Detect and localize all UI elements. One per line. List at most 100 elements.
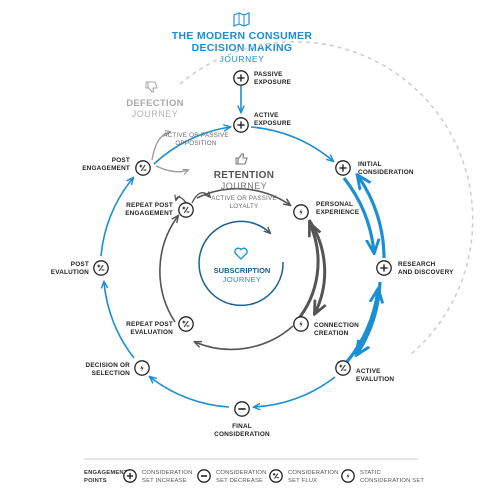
defection-title: DEFECTION — [126, 98, 184, 109]
node-active-exposure: ACTIVE EXPOSURE — [233, 112, 292, 133]
title-block: THE MODERN CONSUMER DECISION MAKING JOUR… — [172, 12, 313, 64]
flux-icon — [178, 202, 194, 218]
flux-icon — [178, 316, 194, 332]
node-research-discovery: RESEARCH AND DISCOVERY — [376, 260, 454, 276]
static-icon — [341, 469, 355, 483]
subscription-ring — [198, 220, 284, 307]
title-line-1: THE MODERN CONSUMER — [172, 30, 313, 42]
node-decision-selection: DECISION OR SELECTION — [86, 360, 150, 377]
post-engagement-branch-arrows — [151, 132, 188, 172]
node-active-evaluation: ACTIVE EVALUTION — [335, 360, 394, 383]
arrow-post-eval-to-post-engagement — [100, 178, 133, 257]
arrow-to-defection — [151, 132, 170, 161]
increase-icon — [233, 117, 249, 133]
flux-icon — [335, 360, 351, 376]
arrow-subscription-loop — [198, 220, 284, 307]
legend-item-line-2: SET INCREASE — [142, 478, 187, 484]
node-label-line-2: EXPOSURE — [254, 79, 292, 86]
node-label-line-2: EXPOSURE — [254, 120, 292, 127]
node-repeat-post-evaluation: REPEAT POST EVALUATION — [126, 316, 194, 336]
legend-item-line-1: CONSIDERATION — [216, 470, 266, 476]
node-label-line-2: EVALUTION — [356, 376, 394, 383]
node-personal-experience: PERSONAL EXPERIENCE — [293, 201, 360, 220]
flux-icon — [93, 260, 109, 276]
node-label-line-1: REPEAT POST — [126, 202, 173, 209]
map-icon — [233, 12, 250, 27]
node-final-consideration: FINAL CONSIDERATION — [214, 401, 270, 438]
legend-item-flux: CONSIDERATION SET FLUX — [269, 469, 338, 484]
node-label-line-1: POST — [71, 261, 89, 268]
subscription-title: SUBSCRIPTION — [214, 266, 271, 275]
legend-item-line-1: CONSIDERATION — [142, 470, 192, 476]
arrow-connection-to-experience — [294, 224, 318, 323]
retention-ring — [159, 187, 325, 351]
arrow-evaluation-to-research — [344, 290, 378, 365]
legend-item-line-2: CONSIDERATION SET — [360, 478, 424, 484]
legend-heading-line-2: POINTS — [84, 478, 107, 484]
arrow-exit-right — [191, 193, 210, 204]
node-label-line-1: ACTIVE — [254, 112, 279, 119]
decrease-icon — [197, 469, 211, 483]
legend-item-line-2: SET DECREASE — [216, 478, 263, 484]
legend-item-static: STATIC CONSIDERATION SET — [341, 469, 424, 484]
arrow-to-retention — [155, 165, 188, 172]
node-label-line-2: EVALUTION — [51, 269, 89, 276]
node-label-line-2: CONSIDERATION — [358, 169, 414, 176]
thumbs-down-icon — [145, 81, 158, 93]
increase-icon — [233, 70, 249, 86]
arrow-final-to-decision — [150, 377, 230, 408]
arrow-post-engagement-to-active — [153, 127, 230, 165]
outer-journey-ring — [100, 86, 386, 408]
node-connection-creation: CONNECTION CREATION — [293, 316, 359, 337]
node-label-line-2: CONSIDERATION — [214, 431, 270, 438]
title-line-2: DECISION MAKING — [192, 42, 293, 54]
increase-icon — [335, 160, 351, 176]
defection-dashed-arc — [179, 41, 474, 356]
node-initial-consideration: INITIAL CONSIDERATION — [335, 160, 414, 176]
node-label-line-2: SELECTION — [92, 370, 131, 377]
retention-block: RETENTION JOURNEY ACTIVE OR PASSIVE LOYA… — [211, 153, 277, 210]
static-icon — [293, 204, 309, 220]
node-post-evalution: POST EVALUTION — [51, 260, 109, 276]
legend-item-line-1: CONSIDERATION — [288, 470, 338, 476]
arrow-connection-to-repeat-eval — [195, 325, 294, 351]
node-label-line-2: EVALUATION — [130, 329, 173, 336]
node-label-line-1: PASSIVE — [254, 71, 283, 78]
retention-note-line-2: LOYALTY — [230, 203, 259, 210]
node-label-line-1: CONNECTION — [314, 322, 359, 329]
node-label-line-2: AND DISCOVERY — [398, 269, 454, 276]
node-label-line-2: EXPERIENCE — [316, 209, 360, 216]
node-repeat-post-engagement: REPEAT POST ENGAGEMENT — [125, 202, 194, 218]
arrow-active-to-initial — [250, 126, 333, 161]
node-passive-exposure: PASSIVE EXPOSURE — [233, 70, 292, 86]
node-label-line-1: RESEARCH — [398, 261, 436, 268]
static-icon — [134, 360, 150, 376]
thumbs-up-icon — [235, 153, 248, 165]
subscription-journey: JOURNEY — [223, 275, 262, 284]
node-label-line-1: DECISION OR — [86, 362, 131, 369]
retention-note-line-1: ACTIVE OR PASSIVE — [211, 195, 277, 202]
increase-icon — [123, 469, 137, 483]
node-label-line-1: PERSONAL — [316, 201, 353, 208]
node-post-engagement: POST ENGAGEMENT — [82, 157, 151, 176]
node-label-line-2: ENGAGEMENT — [125, 210, 173, 217]
legend-item-increase: CONSIDERATION SET INCREASE — [123, 469, 192, 484]
arrow-initial-to-research — [342, 177, 374, 252]
legend: ENGAGEMENT POINTS CONSIDERATION SET INCR… — [84, 458, 424, 484]
heart-icon — [234, 247, 248, 260]
defection-block: DEFECTION JOURNEY ACTIVE OR PASSIVE OPPO… — [126, 81, 229, 147]
arrow-decision-to-post-eval — [104, 282, 135, 359]
retention-title: RETENTION — [214, 170, 274, 181]
defection-note-line-1: ACTIVE OR PASSIVE — [163, 132, 229, 139]
node-label-line-1: POST — [112, 157, 130, 164]
legend-item-line-2: SET FLUX — [288, 478, 317, 484]
title-line-3: JOURNEY — [220, 54, 265, 64]
decrease-icon — [234, 401, 250, 417]
flux-icon — [269, 469, 283, 483]
static-icon — [293, 316, 309, 332]
defection-journey: JOURNEY — [132, 109, 179, 119]
arrow-repeat-eval-to-repeat-engagement — [159, 216, 178, 323]
arrow-research-to-initial — [358, 176, 386, 259]
legend-heading-line-1: ENGAGEMENT — [84, 470, 128, 476]
